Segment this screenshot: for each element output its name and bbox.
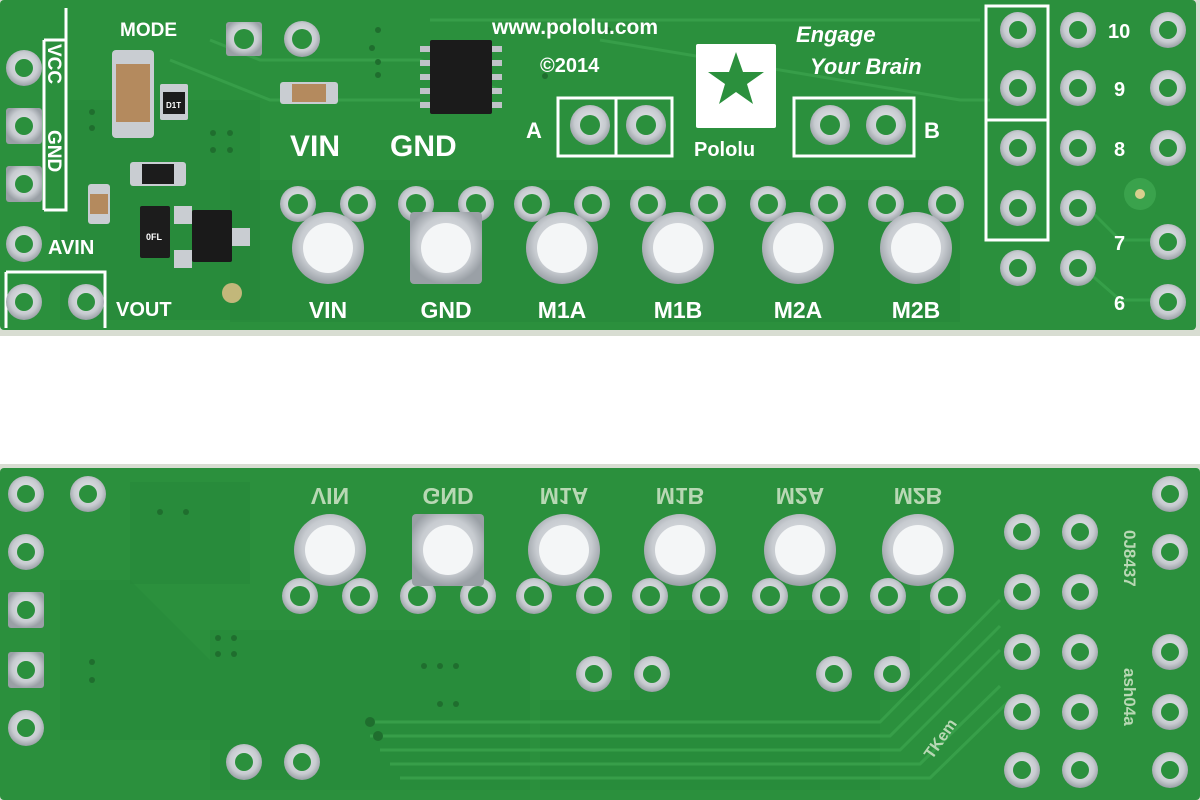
vout-label: VOUT <box>116 299 172 321</box>
back-copper-pour-e <box>630 620 920 700</box>
right-header: 10 9 8 7 6 <box>984 4 1186 320</box>
back-terminal-label: M2A <box>776 483 825 509</box>
vin-small-label: VIN <box>290 130 340 163</box>
front-board: MODE D1T 0FL <box>0 0 1200 336</box>
pin-label-10: 10 <box>1108 21 1130 43</box>
year-label: ©2014 <box>540 55 600 77</box>
regulator <box>192 210 232 262</box>
back-terminal-label: VIN <box>311 483 349 509</box>
driver-ic <box>420 40 502 114</box>
mosfet <box>140 206 170 258</box>
back-right-pads <box>1004 476 1188 788</box>
back-copper-pour-a <box>130 482 250 584</box>
mounting-dot <box>222 283 242 303</box>
tagline-brain: Your Brain <box>810 54 922 79</box>
pin-label-6: 6 <box>1114 293 1125 315</box>
pololu-logo: Pololu <box>694 44 776 161</box>
diode-marking: D1T <box>166 101 181 110</box>
back-terminals: VIN GND M1A M1B M2A M2B <box>282 483 966 614</box>
gnd-small-label: GND <box>390 130 457 163</box>
front-terminal-label: VIN <box>309 297 347 323</box>
left-silk-border <box>4 8 107 328</box>
front-terminal-label: M1A <box>538 297 587 323</box>
front-terminal-label: M1B <box>654 297 703 323</box>
mode-jumper: MODE <box>120 20 320 57</box>
back-terminal-m2a: M2A <box>752 483 848 614</box>
back-terminal-m2b: M2B <box>870 483 966 614</box>
front-terminal-label: GND <box>420 297 471 323</box>
mosfet-marking: 0FL <box>146 232 163 242</box>
back-terminal-label: GND <box>422 483 473 509</box>
logo-brand: Pololu <box>694 139 755 161</box>
front-vias <box>89 27 611 153</box>
back-encoder-pads <box>576 656 910 692</box>
back-terminal-label: M2B <box>894 483 943 509</box>
left-header-pads <box>6 50 104 320</box>
front-terminal-m1b: M1B <box>630 186 726 323</box>
front-terminal-m1a: M1A <box>514 186 610 323</box>
pin-label-7: 7 <box>1114 233 1125 255</box>
front-terminals: VIN GND M1A M1B M2A M2B <box>280 186 964 323</box>
back-terminal-vin: VIN <box>282 483 378 614</box>
back-vias <box>89 509 459 741</box>
front-terminal-m2a: M2A <box>750 186 846 323</box>
encoder-a-label: A <box>526 118 542 143</box>
front-terminal-vin: VIN <box>280 186 376 323</box>
gnd-left-label: GND <box>43 130 64 172</box>
pin-label-9: 9 <box>1114 79 1125 101</box>
back-terminal-m1b: M1B <box>632 483 728 614</box>
avin-label: AVIN <box>48 237 94 259</box>
front-terminal-label: M2A <box>774 297 823 323</box>
front-terminal-label: M2B <box>892 297 941 323</box>
mode-label: MODE <box>120 20 177 41</box>
url-label: www.pololu.com <box>491 16 658 39</box>
back-terminal-m1a: M1A <box>516 483 612 614</box>
encoder-a-connector: A <box>526 96 674 158</box>
front-smd-parts: D1T 0FL <box>88 50 338 303</box>
front-terminal-gnd: GND <box>398 186 494 323</box>
encoder-b-label: B <box>924 118 940 143</box>
front-terminal-m2b: M2B <box>868 186 964 323</box>
back-terminal-label: M1A <box>540 483 589 509</box>
back-terminal-gnd: GND <box>400 483 496 614</box>
back-copper-pour-b <box>60 580 210 740</box>
back-code-label: 0J8437 <box>1120 530 1139 587</box>
tagline-engage: Engage <box>796 22 875 47</box>
back-code-2-label: ash04a <box>1120 668 1139 726</box>
back-left-pads <box>8 476 320 780</box>
encoder-b-connector: B <box>792 96 940 158</box>
back-traces <box>370 598 1012 780</box>
vcc-label: VCC <box>43 44 64 84</box>
logo-star <box>708 52 764 104</box>
back-terminal-label: M1B <box>656 483 705 509</box>
pin-label-8: 8 <box>1114 139 1125 161</box>
